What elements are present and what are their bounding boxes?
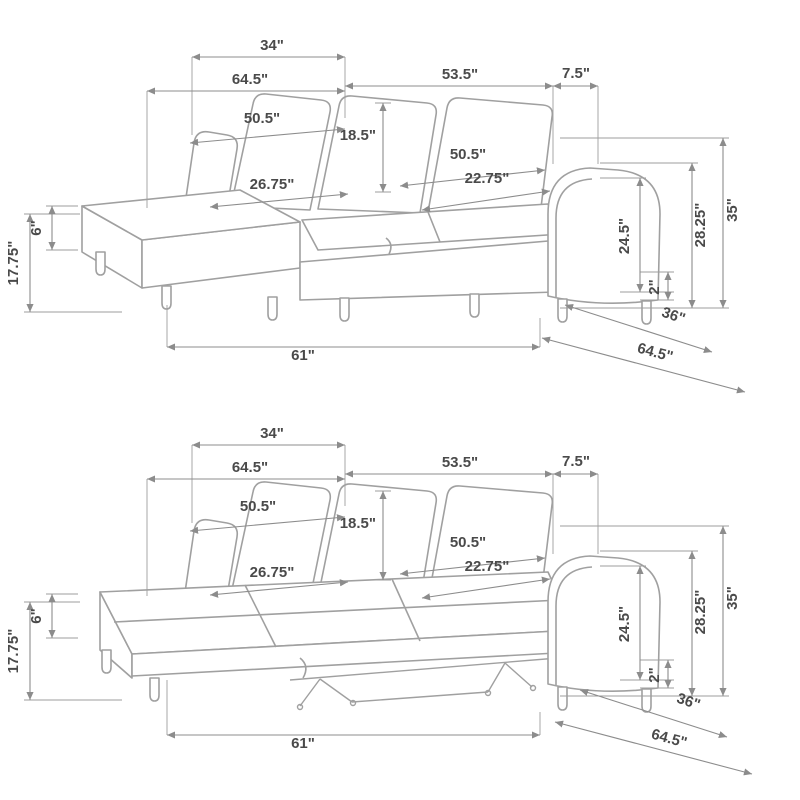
dim-line-22-75 (421, 576, 551, 601)
frame-legs-left (299, 678, 353, 707)
dim-label-50-5-chaise: 50.5" (244, 110, 280, 127)
dim-label-26-75: 26.75" (250, 176, 295, 193)
caster (484, 689, 492, 697)
dim-label-64-5-depth: 64.5" (635, 340, 674, 366)
frame-rail (289, 657, 559, 681)
sofa-leg (161, 285, 172, 310)
seat-seam (427, 211, 441, 243)
sofa-leg (641, 688, 652, 713)
right-armrest-assembly (547, 167, 661, 305)
dim-label-34: 34" (260, 37, 284, 54)
dim-label-17-75: 17.75" (5, 629, 22, 674)
dim-label-2: 2" (646, 279, 663, 294)
dim-line-50-5-seat (399, 555, 546, 577)
dim-label-28-25: 28.25" (692, 590, 709, 635)
dim-label-50-5-seat: 50.5" (450, 146, 486, 163)
bed-fold-seam (113, 599, 561, 623)
sofa-leg (95, 251, 106, 276)
sofa-leg (339, 297, 350, 322)
dim-label-64-5-top: 64.5" (232, 71, 268, 88)
dim-label-61: 61" (291, 735, 315, 752)
dim-label-36-depth: 36" (659, 304, 687, 328)
dim-line-64-5-depth (554, 720, 753, 776)
dim-label-7-5: 7.5" (562, 65, 590, 82)
dim-label-26-75: 26.75" (250, 564, 295, 581)
dim-label-6: 6" (28, 608, 45, 623)
dim-label-17-75: 17.75" (5, 241, 22, 286)
sofa-leg (557, 686, 568, 711)
dim-label-35: 35" (724, 198, 741, 222)
dim-line-26-75 (209, 579, 349, 598)
dim-label-53-5: 53.5" (442, 454, 478, 471)
sofa-leg (469, 293, 480, 318)
dim-label-24-5: 24.5" (616, 606, 633, 642)
dim-line-50-5-chaise (189, 126, 346, 146)
frame-brace (351, 691, 489, 703)
frame-legs-right (487, 662, 533, 693)
caster (296, 703, 304, 711)
right-armrest-assembly (547, 555, 661, 693)
dim-label-36-depth: 36" (674, 690, 702, 714)
pull-handle (299, 657, 307, 679)
dim-label-6: 6" (28, 220, 45, 235)
dim-label-2: 2" (646, 667, 663, 682)
dim-line-50-5-chaise (189, 514, 346, 534)
dim-label-18-5: 18.5" (340, 515, 376, 532)
sofa-leg (557, 298, 568, 323)
dim-label-53-5: 53.5" (442, 66, 478, 83)
dim-label-7-5: 7.5" (562, 453, 590, 470)
sofa-bed-illustration (99, 481, 661, 713)
dim-label-24-5: 24.5" (616, 218, 633, 254)
dim-label-35: 35" (724, 586, 741, 610)
dim-label-22-75: 22.75" (465, 170, 510, 187)
dim-label-28-25: 28.25" (692, 203, 709, 248)
dim-line-26-75 (209, 191, 349, 210)
dim-label-50-5-chaise: 50.5" (240, 498, 276, 515)
dim-label-64-5-top: 64.5" (232, 459, 268, 476)
sofa-leg (267, 296, 278, 321)
dim-line-22-75 (421, 188, 551, 213)
pull-handle (385, 237, 392, 255)
dim-label-61: 61" (291, 347, 315, 364)
dim-label-64-5-depth: 64.5" (649, 726, 688, 752)
dim-label-50-5-seat: 50.5" (450, 534, 486, 551)
bed-frame (289, 657, 559, 711)
dim-label-18-5: 18.5" (340, 127, 376, 144)
caster (349, 699, 357, 707)
sofa-leg (641, 300, 652, 325)
dim-line-64-5-depth (541, 336, 746, 394)
bed-seam-right (391, 578, 421, 642)
dim-label-22-75: 22.75" (465, 558, 510, 575)
sofa-leg (149, 677, 160, 702)
sofa-leg (101, 649, 112, 674)
dim-label-34: 34" (260, 425, 284, 442)
dim-line-50-5-seat (399, 167, 546, 189)
caster (529, 684, 537, 692)
sofa-dimensions: 34" 64.5" 53.5" 7.5" 50.5" 18.5" 50.5" 2… (5, 37, 746, 394)
